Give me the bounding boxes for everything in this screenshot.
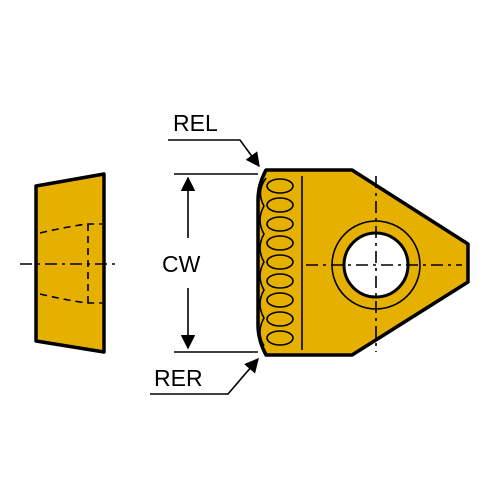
rer-leader-line bbox=[150, 357, 259, 395]
rel-leader-line bbox=[168, 139, 260, 168]
serration bbox=[266, 292, 294, 308]
rel-callout: REL bbox=[168, 110, 260, 168]
serration bbox=[266, 330, 294, 346]
serration bbox=[266, 311, 294, 327]
serration bbox=[266, 254, 294, 270]
cw-label: CW bbox=[162, 251, 201, 277]
cw-dimension: CW bbox=[162, 173, 258, 353]
side-view-body bbox=[34, 172, 106, 354]
serration bbox=[266, 235, 294, 251]
serration bbox=[266, 273, 294, 289]
cutting-edge-serrations bbox=[259, 176, 303, 350]
serration bbox=[266, 197, 294, 213]
rer-callout: RER bbox=[150, 357, 259, 395]
insert-side-view bbox=[20, 172, 116, 354]
rer-label: RER bbox=[154, 365, 203, 391]
serration bbox=[266, 216, 294, 232]
serration bbox=[266, 178, 294, 194]
rel-label: REL bbox=[173, 110, 218, 136]
insert-top-view bbox=[256, 168, 470, 357]
